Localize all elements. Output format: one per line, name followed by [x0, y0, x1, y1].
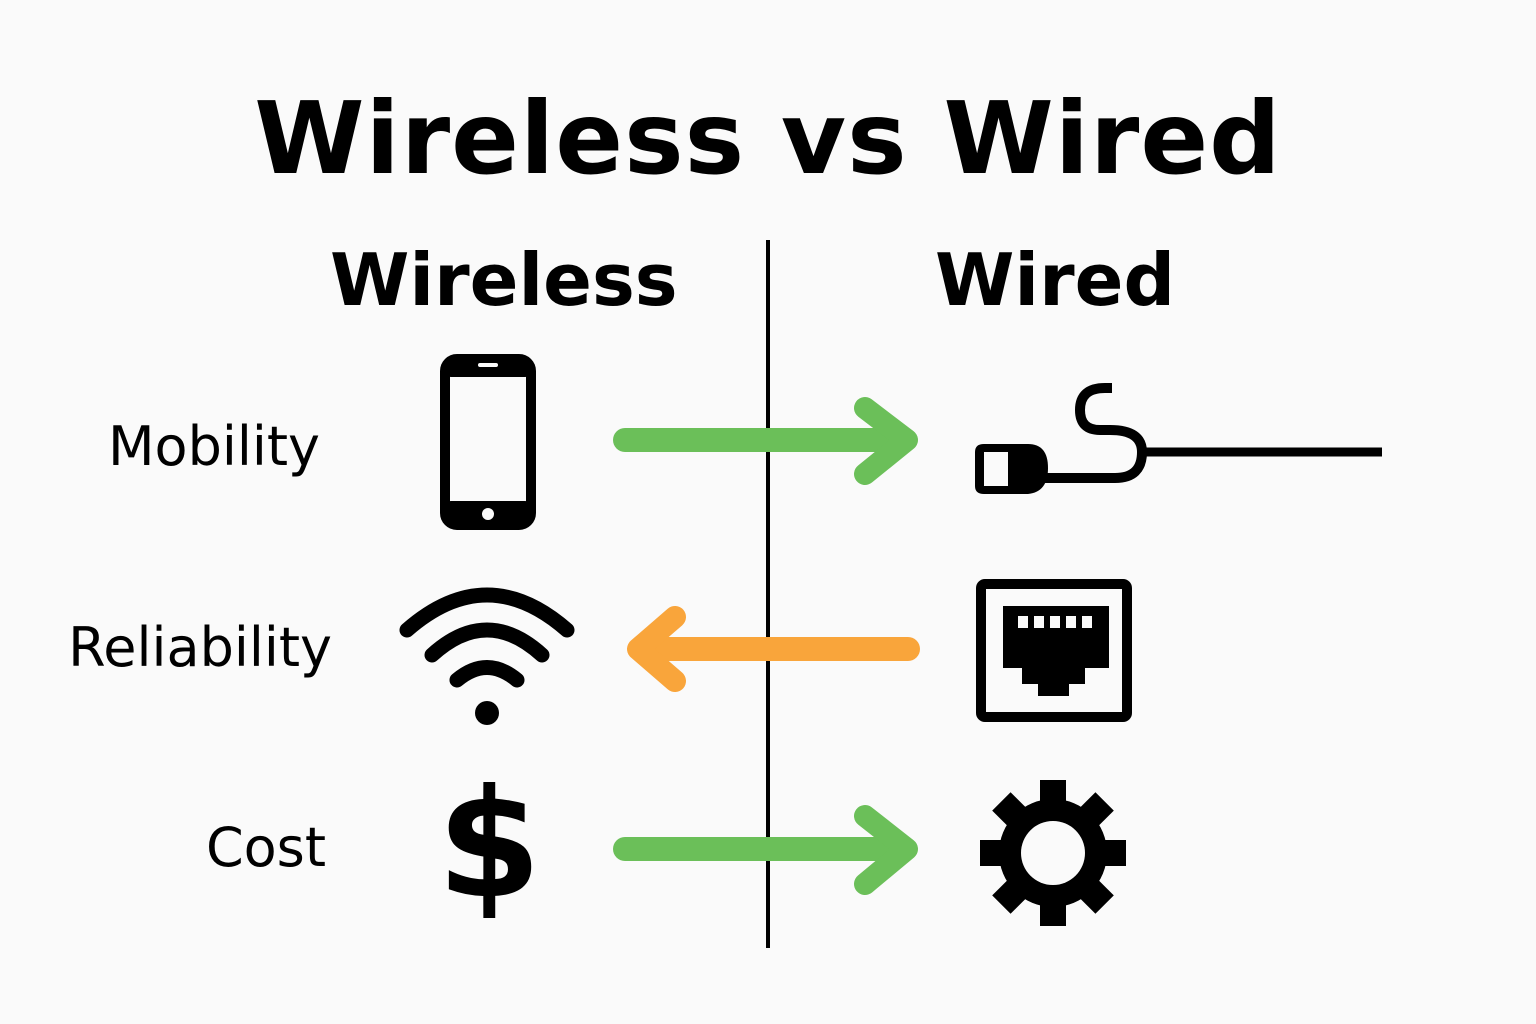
- smartphone-icon: [440, 354, 536, 530]
- row-label-reliability: Reliability: [68, 616, 332, 679]
- arrow-right-mobility: [613, 397, 918, 485]
- column-header-wireless: Wireless: [330, 238, 678, 322]
- gear-icon: [980, 780, 1126, 926]
- arrow-left-reliability: [627, 606, 920, 692]
- diagram-title: Wireless vs Wired: [254, 80, 1282, 197]
- row-label-mobility: Mobility: [107, 415, 320, 478]
- arrow-right-cost: [613, 805, 918, 895]
- center-divider: [766, 240, 770, 948]
- column-header-wired: Wired: [935, 238, 1175, 322]
- dollar-icon: $: [437, 758, 542, 932]
- ethernet-cable-icon: [975, 383, 1382, 494]
- ethernet-port-icon: [976, 579, 1132, 722]
- wifi-icon: [399, 587, 575, 725]
- row-label-cost: Cost: [205, 816, 326, 879]
